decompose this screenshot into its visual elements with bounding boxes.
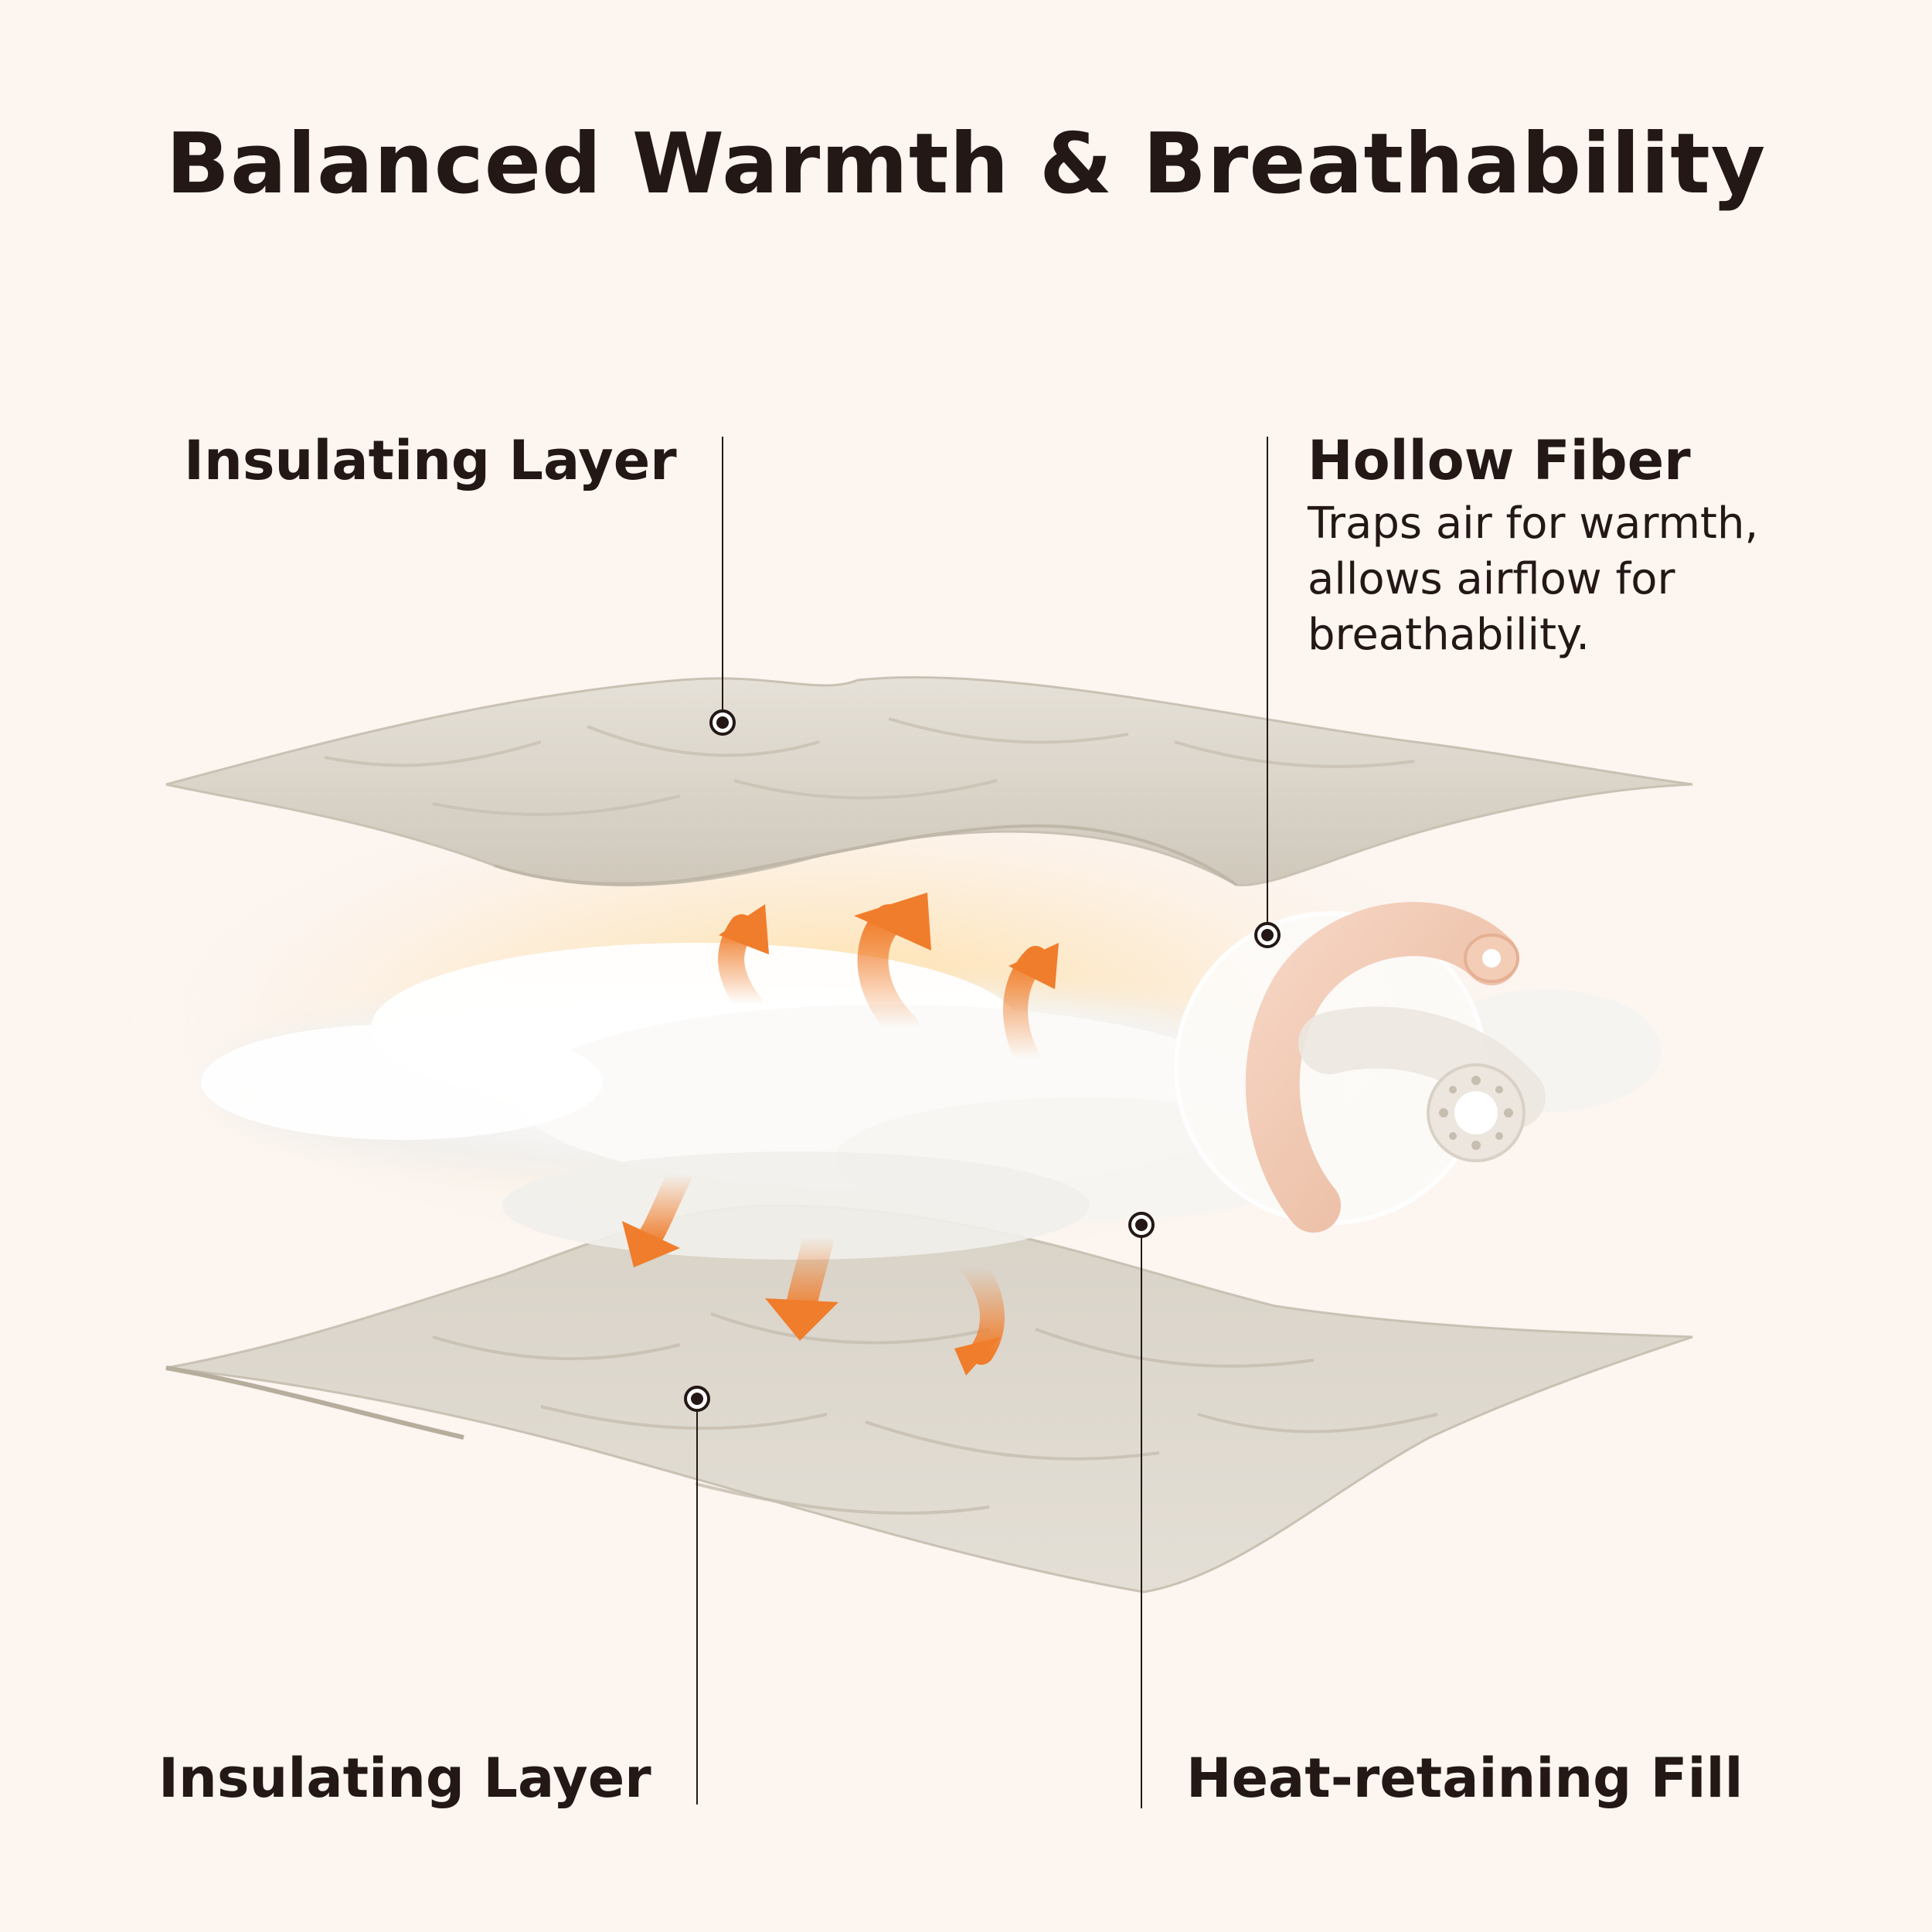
top-fabric-layer <box>165 676 1693 886</box>
hollow-fiber-magnifier <box>1174 902 1546 1233</box>
hollow-fiber-desc-line-2: allows airflow for <box>1308 554 1675 604</box>
arrow-down-2-head <box>765 1298 838 1341</box>
pink-fiber <box>1245 902 1519 1233</box>
fill-cloud <box>201 943 1662 1260</box>
hollow-fiber-desc-line-3: breathability. <box>1308 610 1590 660</box>
dot-hollow-fiber <box>1254 922 1281 948</box>
hollow-fiber-description: Traps air for warmth, allows airflow for… <box>1308 496 1849 663</box>
hollow-fiber-desc-line-1: Traps air for warmth, <box>1308 498 1759 549</box>
label-top-insulating-layer: Insulating Layer <box>184 429 677 492</box>
arrow-down-1-head <box>622 1221 680 1267</box>
arrow-up-3-head <box>1009 943 1059 989</box>
arrow-up-2-head <box>854 893 931 951</box>
label-bottom-insulating-layer: Insulating Layer <box>158 1747 651 1810</box>
dot-top-insulating <box>709 709 736 736</box>
page-title: Balanced Warmth & Breathability <box>165 116 1767 213</box>
arrow-down-3-head <box>954 1337 1001 1376</box>
dot-heat-fill <box>1128 1212 1155 1238</box>
arrow-up-2 <box>857 904 920 1043</box>
label-hollow-fiber: Hollow Fiber <box>1308 429 1691 492</box>
callout-dots <box>684 709 1281 1412</box>
leader-lines <box>696 437 1268 1808</box>
heat-arrows-down <box>622 1162 1005 1376</box>
label-heat-retaining-fill: Heat-retaining Fill <box>1186 1747 1743 1810</box>
arrow-up-1-head <box>719 904 769 954</box>
dot-bottom-insulating <box>684 1386 710 1412</box>
heat-arrows-up <box>718 893 1059 1071</box>
